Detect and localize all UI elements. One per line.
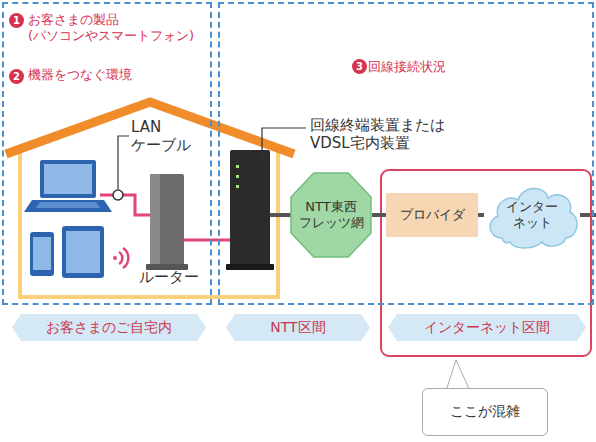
network-line	[270, 213, 292, 217]
section-band: NTT区間	[226, 314, 370, 341]
node-text: ここが混雑	[450, 403, 520, 421]
octagon-fill	[291, 173, 371, 257]
part-label: LAN ケーブル	[131, 118, 191, 154]
node-text: お客さまの製品 (パソコンやスマートフォン)	[28, 12, 194, 45]
cloud-fill	[490, 188, 577, 248]
laptop-icon	[24, 160, 112, 212]
smartphone-icon	[30, 232, 54, 276]
lan-cable	[184, 239, 232, 242]
node-text: 回線接続状況	[368, 59, 446, 75]
leader-line	[118, 136, 129, 189]
lan-cable	[100, 195, 152, 215]
band-fill	[226, 314, 370, 341]
section-frame: 回線接続状況 NTT東西 フレッツ網 プロバイダ インター ネット	[218, 2, 594, 305]
tablet-icon	[62, 226, 104, 278]
house-wall	[20, 147, 278, 297]
callout-tail	[446, 360, 470, 391]
network-octagon: NTT東西 フレッツ網	[290, 172, 372, 258]
section-band: インターネット区間	[388, 314, 586, 341]
node-text: お客さまのご自宅内	[46, 319, 172, 337]
wifi-icon	[113, 248, 128, 268]
house-roof	[6, 102, 294, 154]
node-text: プロバイダ	[400, 207, 465, 223]
network-connector	[478, 213, 484, 217]
network-connector	[372, 213, 386, 217]
onu-icon	[226, 150, 274, 270]
router-icon	[146, 174, 188, 270]
node-text: インター ネット	[506, 199, 558, 232]
callout-number: 2	[9, 69, 24, 84]
provider-box: プロバイダ	[386, 193, 478, 237]
highlight-frame	[381, 170, 591, 356]
section-band: お客さまのご自宅内	[12, 314, 206, 341]
callout-bubble: ここが混雑	[422, 388, 548, 436]
part-label: 回線終端装置または VDSL宅内装置	[310, 116, 445, 152]
node-text: 機器をつなぐ環境	[28, 67, 132, 83]
node-text: インターネット区間	[424, 319, 550, 337]
cable-marker	[113, 190, 123, 200]
callout-number: 1	[9, 13, 24, 28]
leader-line	[262, 128, 306, 160]
internet-cloud: インター ネット	[484, 180, 580, 250]
band-fill	[388, 314, 586, 341]
node-text: NTT東西 フレッツ網	[299, 199, 364, 232]
node-text: NTT区間	[270, 319, 325, 337]
band-fill	[12, 314, 206, 341]
callout-number: 3	[352, 59, 367, 74]
part-label: ルーター	[139, 268, 199, 286]
